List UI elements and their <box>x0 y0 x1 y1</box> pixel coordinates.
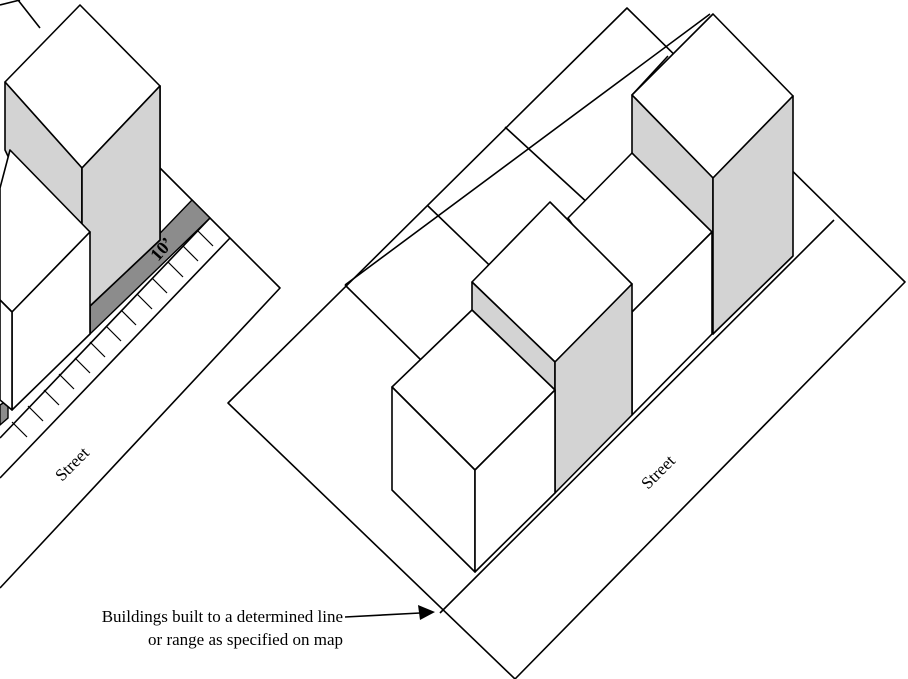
right-diagram: Street <box>227 7 906 679</box>
street-label-left: Street <box>51 443 93 485</box>
caption-line-1: Buildings built to a determined line <box>102 607 343 626</box>
caption-arrow-line <box>344 612 421 618</box>
caption: Buildings built to a determined line or … <box>102 605 435 649</box>
right-street-edge <box>439 219 835 614</box>
left-street-edge <box>0 237 231 479</box>
left-front-building-face <box>0 299 13 411</box>
right-block-outline <box>227 7 906 679</box>
right-front-building-front <box>474 389 556 573</box>
sidewalk-outer-line <box>0 217 211 439</box>
right-tall-building-front <box>712 95 794 335</box>
caption-arrow-head <box>418 605 435 620</box>
street-label-right: Street <box>637 451 679 493</box>
left-diagram: 10’ Street <box>0 0 281 589</box>
sidewalk-hatch <box>11 230 214 438</box>
caption-line-2: or range as specified on map <box>148 630 343 649</box>
